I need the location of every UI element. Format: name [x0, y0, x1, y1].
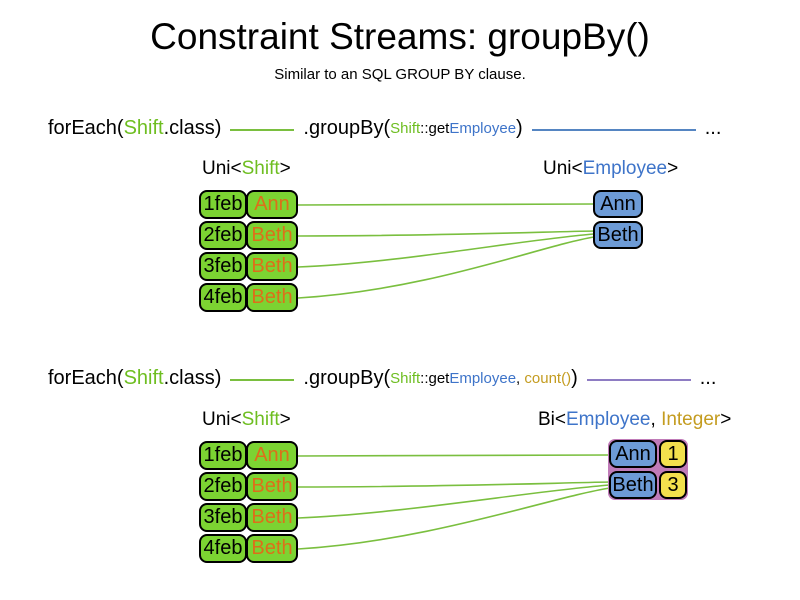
arg-getter-2: ::get	[420, 370, 450, 387]
label-pre: Bi<	[538, 409, 566, 430]
wire-3feb-beth-2	[297, 484, 611, 519]
shift-row: 2feb Beth	[199, 221, 298, 250]
foreach-pre: forEach(	[48, 117, 124, 139]
shift-date: 1feb	[199, 441, 247, 470]
shift-employee: Beth	[246, 472, 298, 501]
label-post: >	[279, 158, 291, 179]
shift-employee: Beth	[246, 503, 298, 532]
group-employee-box: Ann	[609, 440, 657, 468]
foreach-call-1: forEach(Shift.class)	[48, 117, 221, 140]
shift-table-1: 1feb Ann 2feb Beth 3feb Beth 4feb Beth	[199, 190, 298, 314]
shift-employee: Beth	[246, 252, 298, 281]
shift-row: 4feb Beth	[199, 534, 298, 563]
group-employee-box: Ann	[593, 190, 643, 218]
groupby-args-1: Shift::getEmployee	[390, 120, 516, 137]
uni-shift-label-1: Uni<Shift>	[202, 158, 291, 180]
label-employee: Employee	[582, 158, 668, 179]
foreach-arg-shift: Shift	[123, 367, 164, 389]
arg-shift-1: Shift	[390, 120, 421, 137]
wire-3feb-beth	[297, 233, 595, 268]
foreach-post: .class)	[163, 367, 222, 389]
shift-row: 1feb Ann	[199, 441, 298, 470]
ellipsis-1: ...	[704, 117, 722, 139]
wire-2feb-beth-2	[297, 481, 611, 488]
shift-table-2: 1feb Ann 2feb Beth 3feb Beth 4feb Beth	[199, 441, 298, 565]
shift-row: 3feb Beth	[199, 252, 298, 281]
groupby-pre-1: .groupBy(	[303, 117, 391, 139]
shift-employee: Beth	[246, 221, 298, 250]
foreach-post: .class)	[163, 117, 222, 139]
slide-subtitle: Similar to an SQL GROUP BY clause.	[274, 66, 526, 83]
shift-date: 4feb	[199, 534, 247, 563]
arg-separator: ,	[516, 370, 525, 387]
group-count-box: 3	[659, 471, 687, 499]
stream-line-green-2	[230, 378, 295, 381]
arg-employee-2: Employee	[449, 370, 517, 387]
group-employee-box: Beth	[593, 221, 643, 249]
shift-date: 3feb	[199, 503, 247, 532]
label-employee: Employee	[566, 409, 651, 430]
shift-date: 2feb	[199, 221, 247, 250]
shift-employee: Beth	[246, 534, 298, 563]
ellipsis-2: ...	[699, 367, 717, 389]
bi-employee-integer-label: Bi<Employee, Integer>	[538, 409, 731, 431]
shift-date: 4feb	[199, 283, 247, 312]
foreach-pre: forEach(	[48, 367, 124, 389]
wire-1feb-ann-2	[297, 454, 611, 457]
wire-2feb-beth	[297, 230, 595, 237]
shift-row: 2feb Beth	[199, 472, 298, 501]
stream-line-blue-1	[531, 128, 696, 131]
shift-date: 3feb	[199, 252, 247, 281]
pipeline-1-code: forEach(Shift.class) .groupBy( Shift::ge…	[48, 117, 721, 140]
shift-date: 2feb	[199, 472, 247, 501]
shift-row: 1feb Ann	[199, 190, 298, 219]
arg-getter-1: ::get	[420, 120, 450, 137]
label-post: >	[667, 158, 679, 179]
wire-1feb-ann	[297, 203, 595, 206]
label-shift: Shift	[241, 158, 280, 179]
label-post: >	[279, 409, 291, 430]
pipeline-2-code: forEach(Shift.class) .groupBy( Shift::ge…	[48, 367, 716, 390]
label-integer: Integer	[661, 409, 721, 430]
shift-date: 1feb	[199, 190, 247, 219]
groupby-args-2: Shift::getEmployee, count()	[390, 370, 571, 387]
label-pre: Uni<	[202, 158, 242, 179]
stream-line-green-1	[230, 128, 295, 131]
foreach-call-2: forEach(Shift.class)	[48, 367, 221, 390]
shift-row: 4feb Beth	[199, 283, 298, 312]
foreach-arg-shift: Shift	[123, 117, 164, 139]
group-employee-box: Beth	[609, 471, 657, 499]
arg-employee-1: Employee	[449, 120, 517, 137]
shift-employee: Ann	[246, 190, 298, 219]
uni-employee-label: Uni<Employee>	[543, 158, 678, 180]
groupby-close-2: )	[571, 367, 578, 389]
uni-shift-label-2: Uni<Shift>	[202, 409, 291, 431]
label-pre: Uni<	[543, 158, 583, 179]
label-sep: ,	[650, 409, 662, 430]
groupby-pre-2: .groupBy(	[303, 367, 391, 389]
shift-employee: Beth	[246, 283, 298, 312]
wire-4feb-beth	[297, 236, 595, 299]
wire-4feb-beth-2	[297, 487, 611, 550]
groupby-close-1: )	[516, 117, 523, 139]
label-pre: Uni<	[202, 409, 242, 430]
shift-row: 3feb Beth	[199, 503, 298, 532]
shift-employee: Ann	[246, 441, 298, 470]
arg-shift-2: Shift	[390, 370, 421, 387]
group-count-box: 1	[659, 440, 687, 468]
arg-count: count()	[524, 370, 572, 387]
label-shift: Shift	[241, 409, 280, 430]
stream-line-purple-2	[586, 378, 691, 381]
slide-title: Constraint Streams: groupBy()	[150, 16, 650, 57]
label-post: >	[720, 409, 732, 430]
